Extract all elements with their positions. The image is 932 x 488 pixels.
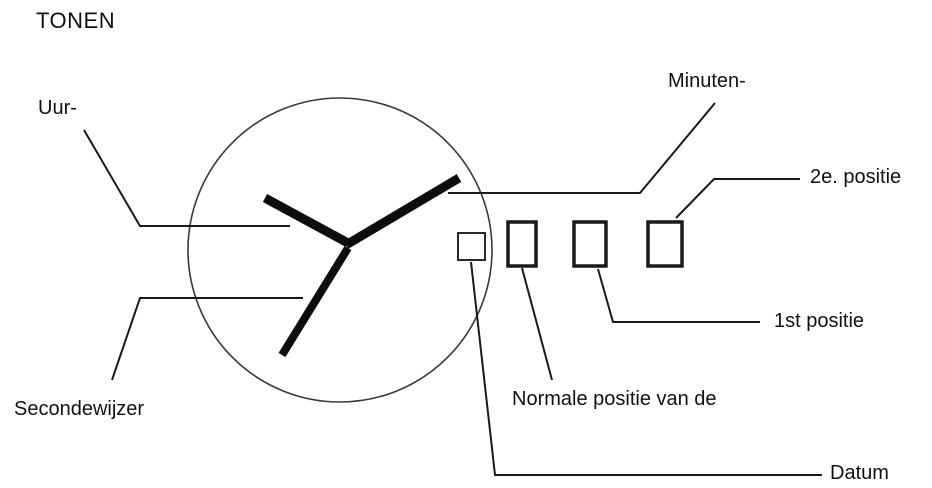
label-hour-hand: Uur- (38, 97, 77, 119)
crown-position-box-1 (506, 220, 538, 268)
crown-normal-position (457, 232, 486, 261)
leader-date (470, 261, 822, 476)
label-minute-hand: Minuten- (668, 70, 746, 92)
label-first-position: 1st positie (774, 310, 865, 332)
second-hand (278, 245, 352, 358)
leader-hour (83, 129, 290, 227)
leader-second-hand (111, 297, 303, 381)
label-second-position: 2e. positie (810, 166, 902, 188)
label-date: Datum (830, 462, 889, 484)
leader-first-position (597, 268, 760, 323)
crown-second-position (646, 220, 684, 268)
hour-hand (262, 194, 351, 247)
label-second-hand: Secondewijzer (14, 398, 145, 420)
minute-hand (343, 174, 462, 249)
diagram-title: TONEN (36, 8, 116, 33)
leader-second-position (675, 178, 800, 219)
label-normal-position: Normale positie van de (512, 388, 717, 410)
watch-case (187, 97, 493, 403)
leader-minute (448, 102, 716, 194)
leader-normal-position (521, 267, 553, 381)
crown-first-position (572, 220, 608, 268)
